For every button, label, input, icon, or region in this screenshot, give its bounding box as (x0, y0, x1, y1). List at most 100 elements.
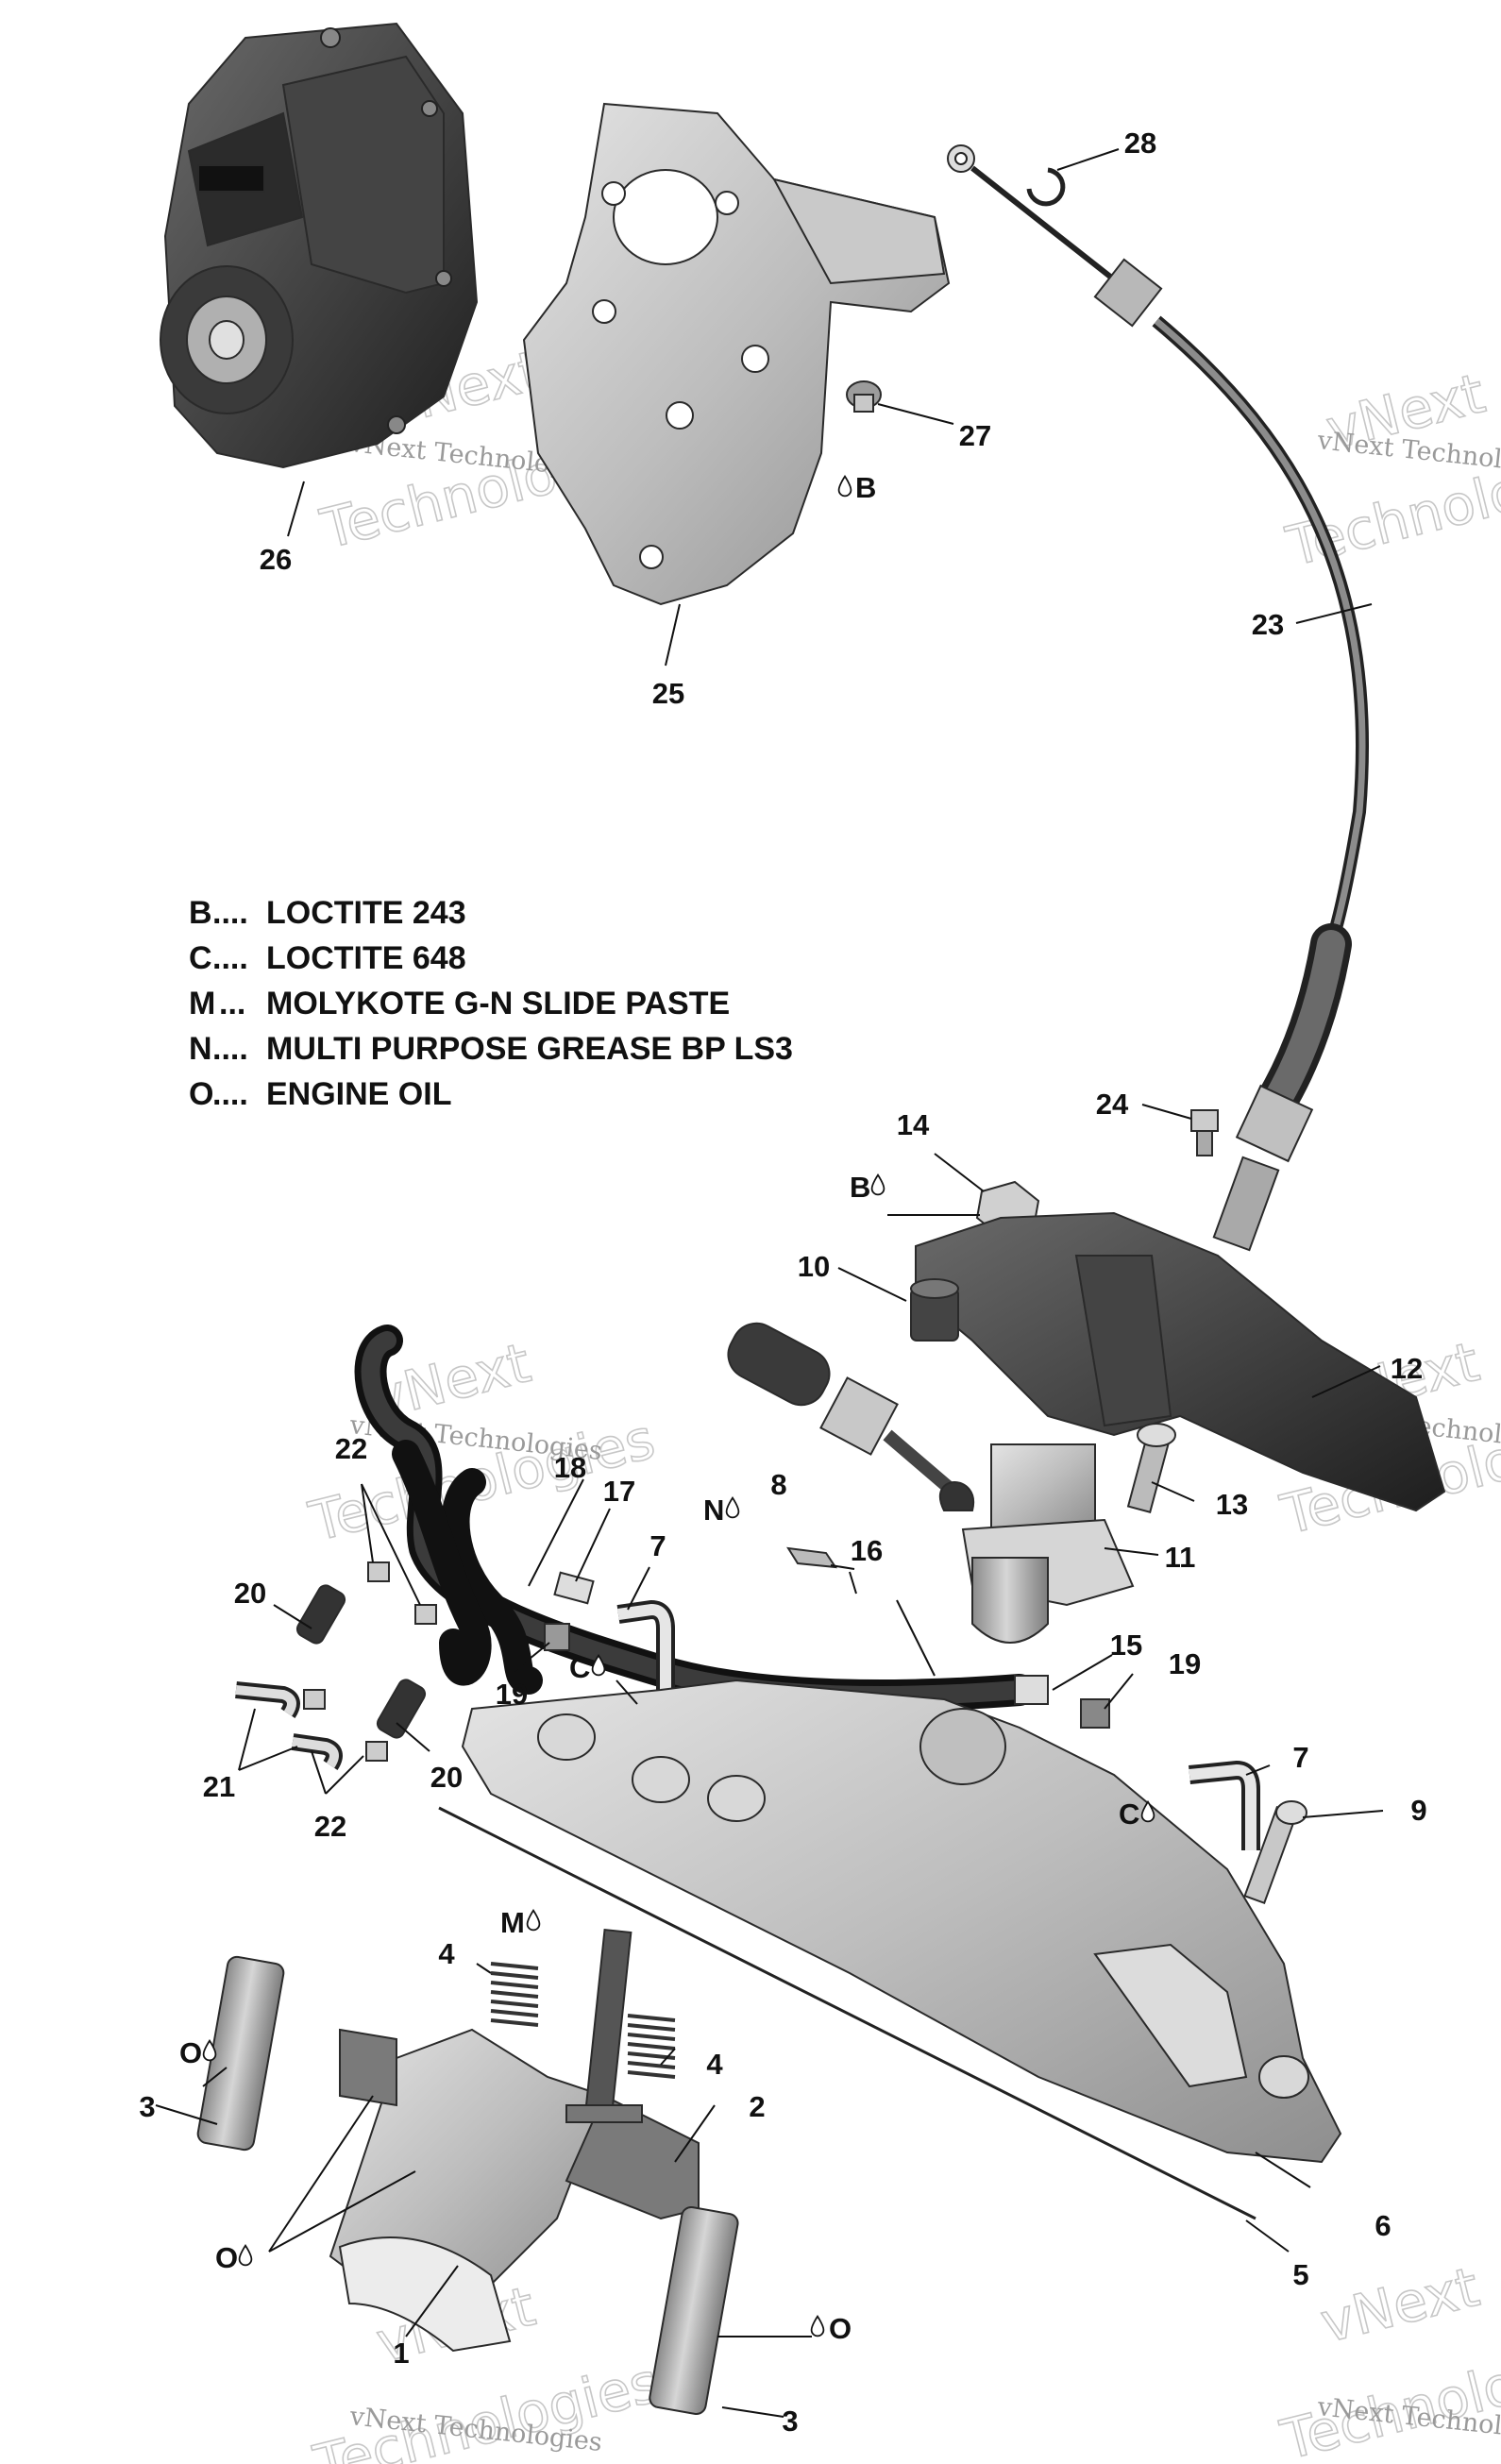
legend-separator: .... (212, 1076, 248, 1112)
callout-11: 11 (1165, 1541, 1196, 1574)
watermark-brand-sub: Technologies (1274, 2325, 1501, 2464)
legend-text: MULTI PURPOSE GREASE BP LS3 (266, 1031, 793, 1067)
callout-4: 4 (706, 2048, 723, 2081)
drop-icon (810, 2315, 825, 2337)
callout-20: 20 (234, 1577, 266, 1610)
callout-2: 2 (749, 2090, 765, 2123)
legend-code: M (189, 986, 215, 1021)
callout-18: 18 (554, 1451, 586, 1484)
marker-o-3: O (179, 2036, 217, 2069)
callout-20: 20 (430, 1761, 463, 1794)
legend-code: B (189, 895, 212, 931)
callout-10: 10 (798, 1250, 830, 1283)
lubricant-legend: B .... LOCTITE 243 C .... LOCTITE 648 M … (189, 895, 793, 1112)
callout-24: 24 (1096, 1088, 1129, 1121)
legend-separator: .... (212, 940, 248, 976)
marker-m: M (500, 1906, 541, 1939)
marker-o-3b: O (810, 2312, 852, 2345)
marker-c-7: C (569, 1651, 606, 1684)
callout-7: 7 (649, 1529, 666, 1562)
legend-code: O (189, 1076, 213, 1112)
legend-row: B .... LOCTITE 243 (189, 895, 466, 931)
legend-code: N (189, 1031, 212, 1067)
part-20-21-22-valves (235, 1561, 437, 1770)
part-1-shift-fork (329, 2028, 606, 2353)
part-13-bolt (1126, 1423, 1176, 1513)
part-4-springs (490, 1962, 676, 2079)
part-2-fork-arm (339, 2028, 700, 2220)
legend-separator: .... (212, 1031, 248, 1067)
callout-22: 22 (335, 1432, 367, 1465)
callout-21: 21 (203, 1770, 235, 1803)
watermark-brand: vNext (1314, 2254, 1485, 2355)
legend-row: C .... LOCTITE 648 (189, 940, 466, 976)
drop-icon (238, 2244, 253, 2267)
marker-o-2: O (215, 2241, 253, 2274)
part-26-shift-actuator (160, 22, 479, 469)
callout-22: 22 (314, 1810, 346, 1843)
callout-6: 6 (1375, 2209, 1391, 2242)
callout-14: 14 (897, 1108, 930, 1141)
callout-27: 27 (959, 419, 991, 452)
marker-b-27: B (837, 471, 876, 504)
marker-letter: C (569, 1651, 590, 1684)
callout-17: 17 (603, 1475, 635, 1508)
legend-text: MOLYKOTE G-N SLIDE PASTE (266, 986, 730, 1021)
part-23-shift-cable (947, 144, 1369, 1252)
drop-icon (837, 475, 852, 498)
part-28-clip (1026, 167, 1066, 207)
callout-1: 1 (393, 2337, 409, 2370)
callout-19: 19 (496, 1678, 528, 1711)
callouts: 26 25 27 28 23 24 14 10 12 13 11 8 16 15… (139, 127, 1426, 2438)
callout-3: 3 (782, 2405, 798, 2438)
marker-n-8: N (703, 1494, 740, 1527)
part-3-shafts (196, 1955, 739, 2415)
marker-letter: O (179, 2036, 202, 2069)
marker-letter: M (500, 1906, 525, 1939)
legend-text: LOCTITE 648 (266, 940, 466, 976)
callout-7: 7 (1292, 1741, 1308, 1774)
marker-letter: O (829, 2312, 852, 2345)
callout-25: 25 (652, 677, 684, 710)
part-27-screw (846, 380, 882, 413)
callout-3: 3 (139, 2090, 155, 2123)
callout-23: 23 (1252, 608, 1284, 641)
callout-8: 8 (770, 1468, 786, 1501)
callout-15: 15 (1110, 1629, 1142, 1662)
part-9-bolt (1243, 1800, 1307, 1905)
callout-26: 26 (260, 543, 292, 576)
part-25-mounting-bracket (522, 102, 951, 606)
legend-separator: ... (219, 986, 245, 1021)
legend-text: LOCTITE 243 (266, 895, 466, 931)
drop-icon (526, 1909, 541, 1932)
callout-9: 9 (1410, 1794, 1426, 1827)
callout-4: 4 (438, 1937, 455, 1970)
callout-5: 5 (1292, 2258, 1308, 2291)
part-24-screw (1190, 1109, 1219, 1156)
legend-row: O .... ENGINE OIL (189, 1076, 451, 1112)
marker-letter: B (855, 471, 876, 504)
part-8-shim (786, 1546, 838, 1569)
part-12-housing (915, 1211, 1446, 1512)
marker-letter: N (703, 1494, 724, 1527)
callout-13: 13 (1216, 1488, 1248, 1521)
callout-28: 28 (1124, 127, 1156, 160)
legend-code: C (189, 940, 212, 976)
callout-16: 16 (851, 1534, 883, 1567)
callout-19: 19 (1169, 1647, 1201, 1680)
leader-lines (155, 148, 1384, 2418)
marker-letter: O (215, 2241, 238, 2274)
callout-12: 12 (1391, 1352, 1423, 1385)
marker-b-14: B (850, 1171, 885, 1204)
drop-icon (725, 1496, 740, 1519)
part-10-bushing (910, 1278, 959, 1342)
shift-shaft (565, 1928, 643, 2123)
marker-letter: C (1119, 1797, 1139, 1831)
part-6-cover (438, 1679, 1342, 2220)
legend-row: M ... MOLYKOTE G-N SLIDE PASTE (189, 986, 730, 1021)
part-11-sensor-bracket (727, 1322, 1135, 1644)
marker-letter: B (850, 1171, 870, 1204)
marker-c-7b: C (1119, 1797, 1155, 1831)
drop-icon (870, 1173, 885, 1196)
